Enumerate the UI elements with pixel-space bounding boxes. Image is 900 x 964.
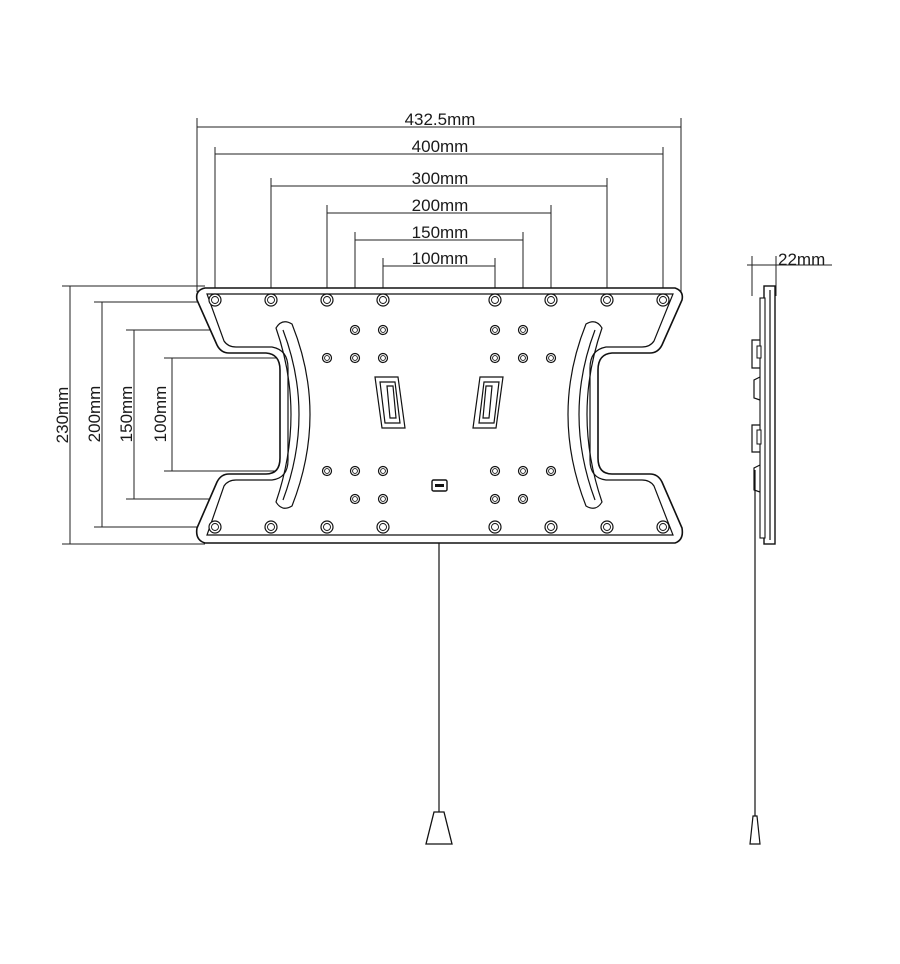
- mounting-hole-inner: [491, 296, 499, 304]
- mounting-hole-inner: [211, 296, 219, 304]
- mounting-hole-inner: [323, 296, 331, 304]
- mounting-hole-inner: [547, 523, 555, 531]
- left-hook: [374, 376, 406, 429]
- mounting-hole-inner: [211, 523, 219, 531]
- mounting-hole-inner: [352, 355, 358, 361]
- dimension-label-100-vertical: 100mm: [151, 386, 170, 443]
- mounting-hole-inner: [352, 496, 358, 502]
- dimension-label-150-vertical: 150mm: [117, 386, 136, 443]
- left-curved-slot: [275, 321, 311, 509]
- mounting-hole-inner: [603, 523, 611, 531]
- mounting-hole-inner: [267, 523, 275, 531]
- dimension-label-100: 100mm: [412, 249, 469, 268]
- mounting-hole-inner: [380, 496, 386, 502]
- plate-outline: [195, 287, 684, 544]
- mounting-hole-inner: [491, 523, 499, 531]
- mounting-hole-inner: [380, 468, 386, 474]
- side-pull-cord-weight: [749, 815, 761, 845]
- mounting-hole-inner: [547, 296, 555, 304]
- mounting-hole-inner: [520, 496, 526, 502]
- right-hook: [472, 376, 504, 429]
- plate-inner-edge: [206, 293, 674, 536]
- side-view: 22mm: [747, 250, 832, 845]
- dimension-label-432-5: 432.5mm: [405, 110, 476, 129]
- mounting-hole-inner: [548, 355, 554, 361]
- mounting-hole-inner: [520, 468, 526, 474]
- mounting-hole-inner: [267, 296, 275, 304]
- lock-tab: [431, 479, 448, 492]
- mounting-hole-inner: [520, 327, 526, 333]
- horizontal-dimension-400: 400mm: [214, 137, 664, 296]
- depth-dimension-label: 22mm: [778, 250, 825, 269]
- dimension-label-230: 230mm: [53, 387, 72, 444]
- mounting-hole-inner: [352, 327, 358, 333]
- vertical-dimension-200: 200mm: [85, 301, 214, 528]
- mounting-hole-inner: [324, 355, 330, 361]
- mounting-hole-inner: [380, 327, 386, 333]
- mounting-hole-inner: [380, 355, 386, 361]
- mounting-hole-inner: [379, 523, 387, 531]
- mounting-hole-inner: [492, 355, 498, 361]
- mounting-hole-inner: [492, 496, 498, 502]
- mounting-hole-inner: [520, 355, 526, 361]
- dimension-label-300: 300mm: [412, 169, 469, 188]
- mounting-hole-inner: [324, 468, 330, 474]
- horizontal-dimension-300: 300mm: [270, 169, 608, 296]
- dimension-label-150: 150mm: [412, 223, 469, 242]
- horizontal-dimension-432-5: 432.5mm: [196, 110, 682, 292]
- dimension-label-200-vertical: 200mm: [85, 386, 104, 443]
- mounting-hole-inner: [323, 523, 331, 531]
- mounting-hole-inner: [548, 468, 554, 474]
- pull-cord-weight: [425, 811, 453, 845]
- dimension-label-200: 200mm: [412, 196, 469, 215]
- right-curved-slot: [567, 321, 603, 509]
- mounting-plate-front-view: [195, 287, 684, 544]
- vertical-dimension-230: 230mm: [53, 285, 205, 545]
- mounting-hole-inner: [603, 296, 611, 304]
- mounting-hole-inner: [352, 468, 358, 474]
- pull-cord-front: [425, 543, 453, 845]
- mounting-hole-inner: [659, 296, 667, 304]
- mounting-hole-inner: [492, 327, 498, 333]
- dimension-label-400: 400mm: [412, 137, 469, 156]
- mounting-hole-inner: [492, 468, 498, 474]
- mounting-holes: [208, 293, 670, 534]
- mounting-hole-inner: [379, 296, 387, 304]
- horizontal-dimension-200: 200mm: [326, 196, 552, 296]
- mounting-hole-inner: [659, 523, 667, 531]
